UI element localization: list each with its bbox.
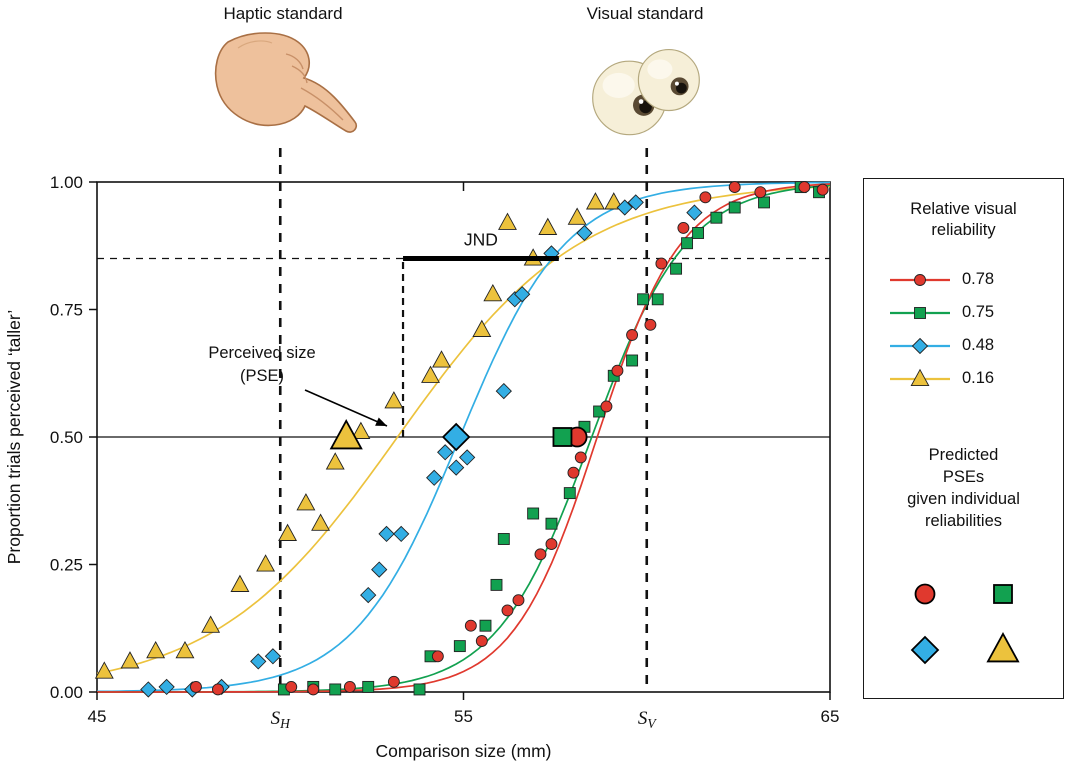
square-marker-icon — [890, 306, 950, 319]
diamond-marker-icon — [890, 337, 950, 354]
svg-text:0.50: 0.50 — [50, 428, 83, 447]
legend-item-0.78: 0.78 — [864, 263, 1063, 296]
legend-item-label: 0.75 — [962, 303, 995, 322]
svg-text:0.75: 0.75 — [50, 301, 83, 320]
haptic-standard-label: Haptic standard — [223, 4, 343, 23]
legend-box: Relative visual reliability 0.78 0.75 0.48… — [863, 178, 1064, 699]
legend-item-0.75: 0.75 — [864, 296, 1063, 329]
visual-eyes-image — [590, 38, 702, 145]
svg-text:Proportion trials perceived ‘t: Proportion trials perceived ‘taller’ — [4, 310, 24, 565]
predicted-pse-marker-0.75 — [972, 576, 1034, 612]
svg-text:65: 65 — [821, 707, 840, 726]
legend-item-label: 0.48 — [962, 336, 995, 355]
predicted-pse-markers — [864, 576, 1063, 668]
predicted-pse-title: Predicted PSEs given individual reliabil… — [907, 446, 1020, 530]
predicted-pse-marker-0.48 — [894, 632, 956, 668]
legend-title: Relative visual reliability — [910, 200, 1017, 240]
legend-item-label: 0.16 — [962, 369, 995, 388]
predicted-pse-marker-0.16 — [972, 632, 1034, 668]
svg-text:0.00: 0.00 — [50, 683, 83, 702]
legend-item-label: 0.78 — [962, 270, 995, 289]
circle-marker-icon — [890, 273, 950, 286]
triangle-marker-icon — [890, 368, 950, 386]
svg-text:SH: SH — [271, 708, 292, 731]
svg-text:0.25: 0.25 — [50, 556, 83, 575]
predicted-pse-marker-0.78 — [894, 576, 956, 612]
svg-text:1.00: 1.00 — [50, 173, 83, 192]
legend-item-0.16: 0.16 — [864, 362, 1063, 395]
legend-series-list: 0.78 0.75 0.48 0.16 — [864, 263, 1063, 395]
haptic-hand-image — [198, 28, 370, 147]
legend-item-0.48: 0.48 — [864, 329, 1063, 362]
svg-text:JND: JND — [464, 230, 498, 250]
svg-text:45: 45 — [88, 707, 107, 726]
visual-standard-label: Visual standard — [586, 4, 704, 23]
svg-text:55: 55 — [454, 707, 473, 726]
svg-text:(PSE): (PSE) — [240, 367, 284, 385]
svg-text:Perceived size: Perceived size — [208, 344, 315, 362]
svg-text:SV: SV — [638, 708, 658, 731]
svg-text:Comparison size (mm): Comparison size (mm) — [376, 741, 552, 761]
